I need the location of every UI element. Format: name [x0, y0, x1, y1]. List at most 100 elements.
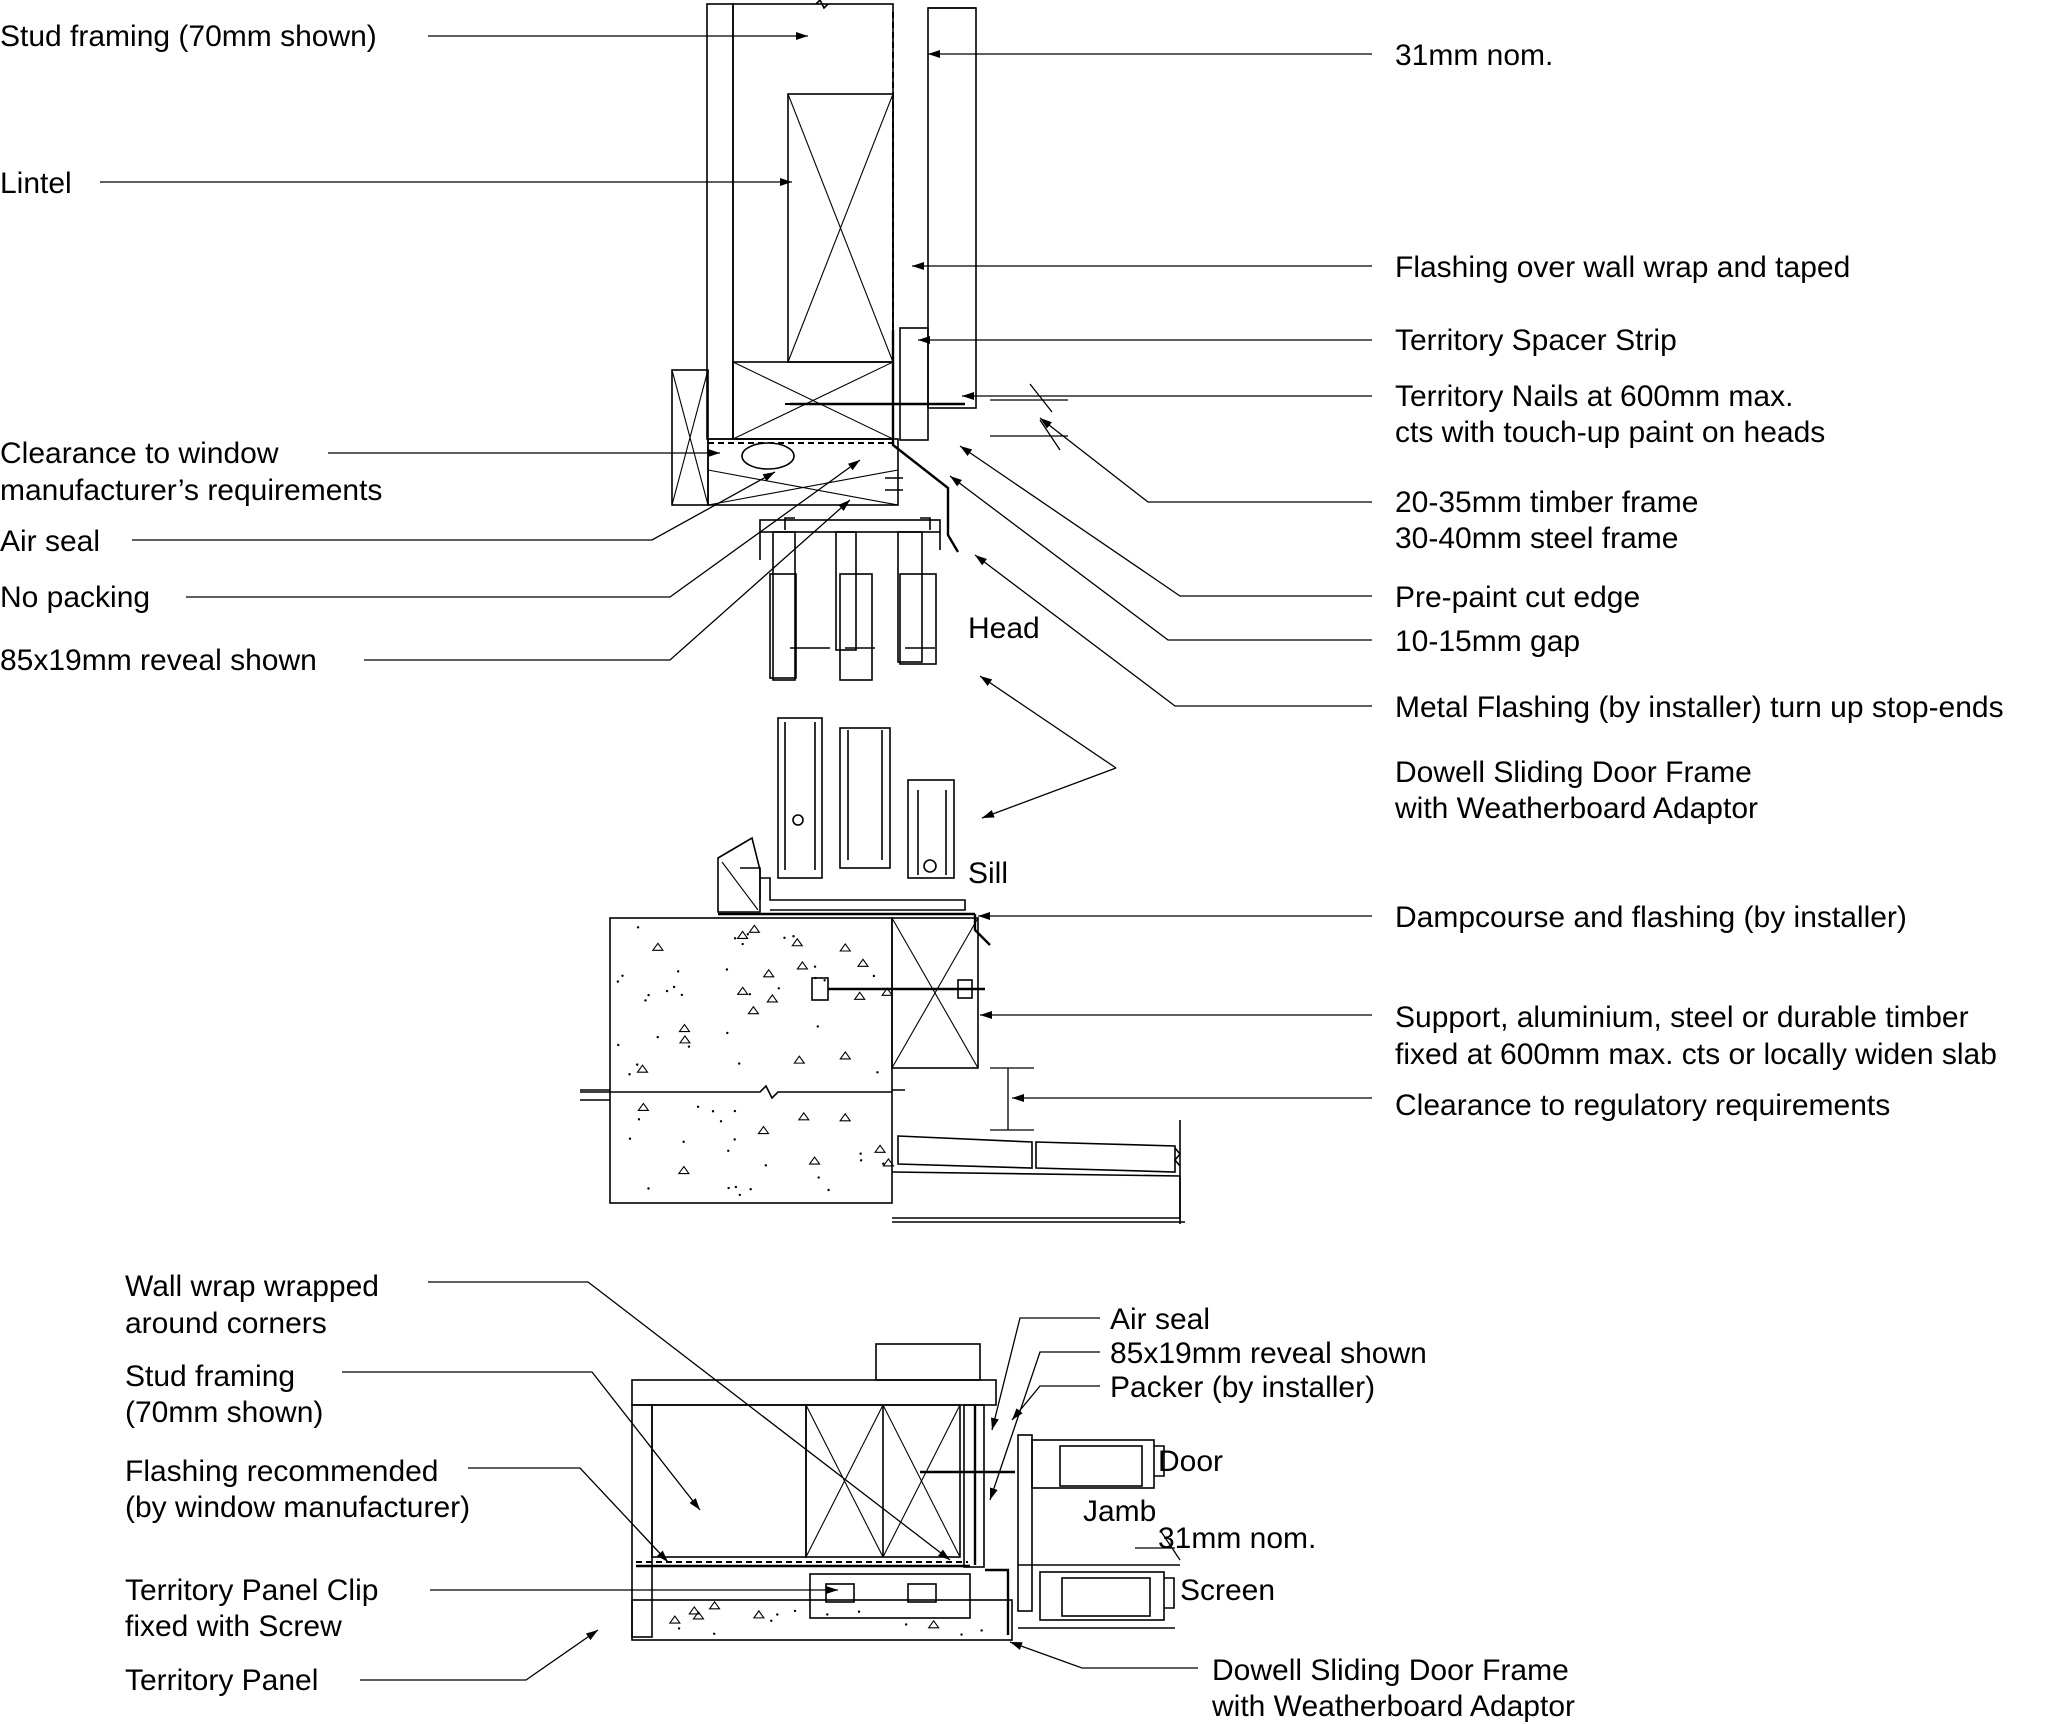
- label-timber-frame: 20-35mm timber frame: [1395, 486, 1698, 519]
- head-frame-profile: [759, 517, 941, 681]
- concrete-texture: [616, 924, 983, 1636]
- aggregate-mark: [736, 986, 749, 995]
- aggregate-dot: [817, 1176, 820, 1179]
- aggregate-mark: [766, 994, 779, 1003]
- label-panel-clip-1: Territory Panel Clip: [125, 1574, 378, 1607]
- label-dowell-jamb-1: Dowell Sliding Door Frame: [1212, 1654, 1569, 1687]
- sill-section: [580, 717, 1185, 1636]
- aggregate-dot: [636, 926, 640, 929]
- label-support-1: Support, aluminium, steel or durable tim…: [1395, 1001, 1969, 1034]
- label-31mm-nom-jamb: 31mm nom.: [1158, 1522, 1316, 1555]
- aggregate-mark: [791, 937, 804, 947]
- aggregate-mark: [752, 1609, 765, 1619]
- aggregate-dot: [859, 1152, 862, 1155]
- aggregate-dot: [628, 1137, 632, 1140]
- aggregate-mark: [856, 958, 870, 967]
- label-territory-panel: Territory Panel: [125, 1664, 318, 1697]
- jamb-labels-left: Wall wrap wrapped around corners Stud fr…: [125, 1270, 470, 1697]
- aggregate-dot: [826, 1613, 829, 1616]
- aggregate-dot: [647, 993, 650, 997]
- aggregate-mark: [839, 1050, 852, 1060]
- label-sill: Sill: [968, 857, 1008, 890]
- label-stud-framing-1: Stud framing: [125, 1360, 295, 1393]
- label-nails-1: Territory Nails at 600mm max.: [1395, 380, 1793, 413]
- aggregate-dot: [617, 1043, 620, 1047]
- label-stud-framing-2: (70mm shown): [125, 1396, 323, 1429]
- head-section: [671, 0, 977, 681]
- aggregate-mark: [762, 968, 775, 978]
- aggregate-dot: [857, 1610, 861, 1613]
- aggregate-dot: [725, 968, 729, 971]
- aggregate-dot: [682, 1140, 685, 1143]
- label-clearance-1: Clearance to window: [0, 437, 279, 470]
- aggregate-dot: [680, 993, 684, 997]
- aggregate-mark: [793, 1055, 806, 1064]
- label-no-packing: No packing: [0, 581, 150, 614]
- aggregate-dot: [770, 1619, 773, 1622]
- aggregate-dot: [748, 993, 752, 996]
- aggregate-mark: [636, 1064, 649, 1073]
- aggregate-mark: [651, 942, 664, 951]
- aggregate-mark: [882, 1157, 895, 1167]
- aggregate-mark: [796, 960, 809, 970]
- aggregate-mark: [677, 1165, 690, 1175]
- aggregate-dot: [616, 980, 620, 983]
- aggregate-dot: [764, 1164, 768, 1167]
- aggregate-dot: [737, 1062, 741, 1065]
- label-dowell-frame-1: Dowell Sliding Door Frame: [1395, 756, 1752, 789]
- aggregate-dot: [621, 974, 624, 977]
- aggregate-mark: [736, 930, 749, 939]
- label-packer: Packer (by installer): [1110, 1371, 1375, 1404]
- aggregate-mark: [797, 1111, 810, 1121]
- aggregate-dot: [687, 1045, 691, 1048]
- aggregate-dot: [733, 1138, 736, 1141]
- jamb-plan: [631, 1343, 1180, 1641]
- label-air-seal: Air seal: [0, 525, 100, 558]
- aggregate-mark: [839, 1112, 852, 1122]
- label-air-seal-jamb: Air seal: [1110, 1303, 1210, 1336]
- aggregate-mark: [747, 1005, 760, 1015]
- aggregate-dot: [859, 1159, 863, 1162]
- label-door: Door: [1158, 1445, 1223, 1478]
- head-sill-labels-right: 31mm nom. Flashing over wall wrap and ta…: [1394, 39, 2004, 1122]
- aggregate-dot: [749, 1188, 752, 1191]
- label-reveal: 85x19mm reveal shown: [0, 644, 317, 677]
- aggregate-dot: [746, 933, 750, 936]
- aggregate-dot: [876, 1071, 879, 1074]
- aggregate-dot: [823, 979, 826, 982]
- aggregate-dot: [719, 1120, 723, 1123]
- aggregate-dot: [816, 1025, 819, 1028]
- aggregate-mark: [853, 991, 866, 1000]
- aggregate-mark: [678, 1034, 691, 1044]
- aggregate-dot: [814, 976, 817, 980]
- sill-frame-profile: [717, 717, 966, 913]
- aggregate-mark: [873, 1144, 887, 1153]
- aggregate-dot: [727, 1149, 730, 1152]
- aggregate-dot: [656, 1035, 659, 1039]
- aggregate-dot: [793, 1609, 797, 1613]
- aggregate-dot: [777, 987, 781, 990]
- aggregate-mark: [668, 1615, 681, 1624]
- aggregate-mark: [637, 1102, 650, 1111]
- aggregate-dot: [827, 1188, 830, 1192]
- label-flashing-rec-1: Flashing recommended: [125, 1455, 439, 1488]
- aggregate-dot: [672, 985, 676, 989]
- aggregate-mark: [808, 1156, 821, 1165]
- label-support-2: fixed at 600mm max. cts or locally widen…: [1395, 1038, 1997, 1071]
- label-pre-paint: Pre-paint cut edge: [1395, 581, 1640, 614]
- label-flashing-rec-2: (by window manufacturer): [125, 1491, 470, 1524]
- aggregate-dot: [696, 1105, 700, 1108]
- label-wall-wrap-2: around corners: [125, 1307, 327, 1340]
- aggregate-dot: [637, 1118, 641, 1121]
- label-dowell-jamb-2: with Weatherboard Adaptor: [1211, 1690, 1575, 1723]
- label-steel-frame: 30-40mm steel frame: [1395, 522, 1678, 555]
- label-head: Head: [968, 612, 1040, 645]
- head-sill-labels-left: Stud framing (70mm shown) Lintel Clearan…: [0, 20, 382, 677]
- aggregate-mark: [708, 1600, 721, 1610]
- aggregate-dot: [711, 1110, 715, 1113]
- label-lintel: Lintel: [0, 167, 72, 200]
- aggregate-dot: [712, 1632, 716, 1635]
- aggregate-dot: [882, 1162, 885, 1165]
- aggregate-dot: [733, 1109, 737, 1113]
